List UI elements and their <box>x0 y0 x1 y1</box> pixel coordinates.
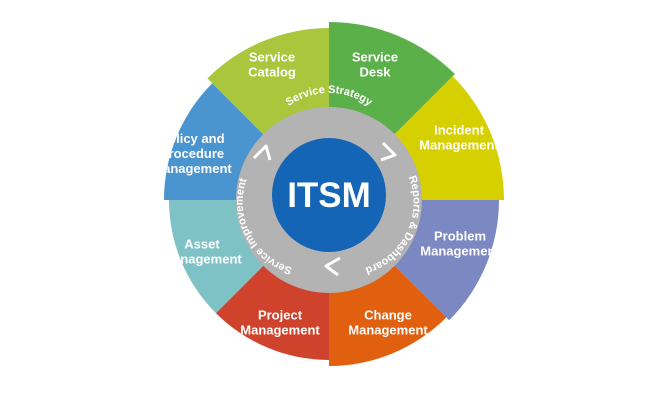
segment-label-line: Management <box>162 252 242 267</box>
segment-label-line: Incident <box>434 123 485 138</box>
segment-label-line: Management <box>419 138 499 153</box>
segment-label-line: Management <box>240 323 320 338</box>
segment-wedge <box>391 76 504 200</box>
segment-label-line: Problem <box>434 229 486 244</box>
segment-label-line: Procedure <box>160 146 224 161</box>
segment-label-line: Management <box>152 161 232 176</box>
segment-wedge <box>329 21 455 138</box>
segment-label-line: Catalog <box>248 65 296 80</box>
segment-label-line: Policy and <box>159 131 224 146</box>
segment-label-line: Service <box>249 50 295 65</box>
segment-label-line: Management <box>348 323 428 338</box>
segment-label-line: Project <box>258 308 303 323</box>
segment-wedge <box>391 200 499 321</box>
segment-label-line: Service <box>352 50 398 65</box>
ring-arrow-bottom-icon <box>324 256 341 277</box>
ring-arrows <box>252 141 397 277</box>
segment-label-line: Desk <box>359 65 391 80</box>
itsm-center-circle <box>272 138 386 252</box>
itsm-center-label: ITSM <box>287 176 371 215</box>
segment-wedge <box>207 28 329 138</box>
ring-arrow-left-icon <box>252 144 272 161</box>
segment-label-line: Management <box>420 244 500 259</box>
segment-label-line: Asset <box>184 237 220 252</box>
segment-label-line: Change <box>364 308 412 323</box>
ring-arrow-right-icon <box>380 141 397 162</box>
